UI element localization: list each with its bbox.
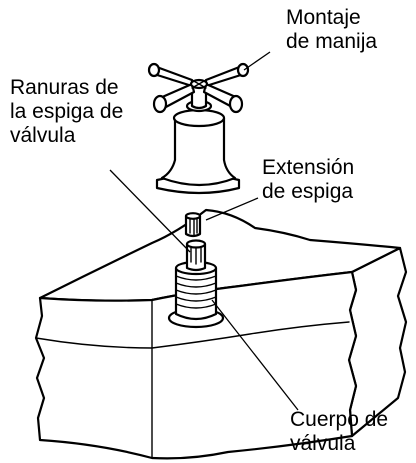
label-handle-assembly-line-1: Montaje [286, 6, 361, 29]
leader-stem-grooves [109, 169, 191, 253]
leader-stem-extension [205, 197, 259, 221]
label-stem-extension: Extensión de espiga [262, 156, 354, 204]
handle-arm-front-right-cap [228, 94, 244, 114]
valve-body [167, 239, 225, 329]
label-handle-assembly: Montaje de manija [286, 6, 377, 54]
leader-valve-body [211, 299, 299, 411]
wall-layer-seam [35, 321, 350, 349]
handle-arm-front-left-cap [152, 94, 168, 114]
label-stem-grooves: Ranuras de la espiga de válvula [10, 76, 123, 148]
handle-arm-back-left-cap [147, 62, 161, 78]
handle-body-top [172, 108, 226, 128]
valve-body-thread-2 [175, 282, 217, 288]
valve-body-thread-4 [175, 296, 217, 302]
handle-hub-cross [191, 79, 207, 89]
stem-extension-top [184, 212, 202, 220]
label-stem-extension-line-2: de espiga [262, 180, 354, 203]
label-handle-assembly-line-2: de manija [286, 30, 378, 53]
wall-block [34, 208, 408, 460]
handle-assembly [147, 62, 250, 195]
label-stem-grooves-line-3: válvula [10, 124, 76, 147]
valve-stem-top [185, 239, 207, 249]
handle-body [160, 116, 237, 187]
label-stem-grooves-line-1: Ranuras de [10, 76, 119, 99]
valve-body-thread-3 [175, 289, 217, 295]
label-stem-grooves-line-2: la espiga de [10, 100, 124, 123]
wall-block-front-face [34, 270, 358, 460]
valve-body-thread-5 [175, 303, 217, 309]
label-valve-body-line-1: Cuerpo de [290, 408, 389, 431]
label-stem-extension-line-1: Extensión [262, 156, 355, 179]
label-valve-body: Cuerpo de válvula [290, 408, 388, 456]
label-valve-body-line-2: válvula [290, 432, 356, 455]
handle-arm-back-right-cap [236, 62, 250, 78]
stem-extension [184, 212, 202, 238]
valve-body-thread-1 [175, 275, 217, 281]
leader-handle-assembly [243, 51, 271, 71]
handle-neck [190, 82, 208, 110]
